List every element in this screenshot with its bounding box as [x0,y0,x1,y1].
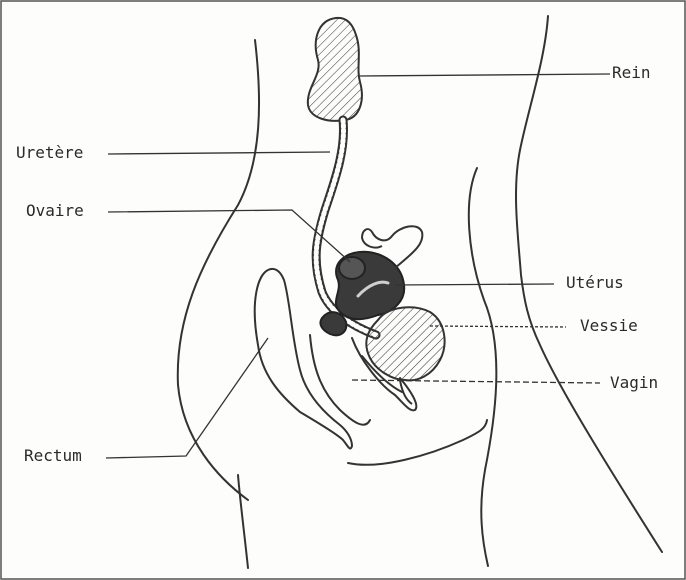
rectum-inner [310,335,370,425]
kidney-shape [308,18,362,121]
back-outline [178,40,259,500]
vessie-pointer [430,326,566,327]
vagin-label: Vagin [610,374,658,392]
vessie-label: Vessie [580,317,638,335]
front-inner-contour [469,168,497,566]
ovaire-label: Ovaire [26,202,84,220]
uterus-pointer [395,284,554,285]
cervix-shape [320,312,346,335]
uretere-label: Uretère [16,144,83,162]
rectum-pointer [106,338,268,458]
rectum-label: Rectum [24,447,82,465]
uterus-label: Utérus [566,274,624,292]
rein-label: Rein [612,64,651,82]
bladder-shape [366,307,444,380]
uretere-pointer [108,152,330,154]
perineum-curve [348,420,487,465]
buttock-outline [238,475,248,568]
rein-pointer [360,74,610,76]
ovary-shape [339,257,365,279]
